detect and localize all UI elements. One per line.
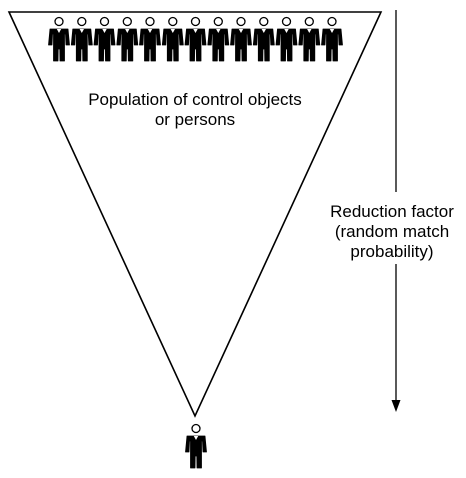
- person-icon: [275, 16, 298, 62]
- person-icon: [184, 16, 207, 62]
- person-icon: [116, 16, 139, 62]
- population-figures: [47, 16, 344, 62]
- population-label: Population of control objects or persons: [60, 90, 330, 130]
- person-icon: [47, 16, 71, 62]
- arrow-down-icon: [391, 400, 401, 412]
- reduction-label-line-2: (random match: [334, 222, 450, 241]
- person-icon: [138, 16, 162, 62]
- person-icon: [70, 16, 93, 62]
- reduction-label-line-1: Reduction factor: [330, 202, 454, 221]
- individual-figure: [184, 423, 208, 469]
- person-icon: [229, 16, 253, 62]
- reduction-arrow: [391, 10, 401, 412]
- person-icon: [184, 423, 208, 469]
- person-icon: [252, 16, 275, 62]
- reduction-factor-label: Reduction factor (random match probabili…: [318, 202, 466, 262]
- funnel-triangle: [7, 11, 383, 418]
- reduction-label-line-3: probability): [350, 242, 434, 261]
- population-label-line-2: or persons: [154, 110, 236, 129]
- person-icon: [207, 16, 230, 62]
- person-icon: [298, 16, 321, 62]
- person-icon: [93, 16, 116, 62]
- population-label-line-1: Population of control objects: [88, 90, 302, 109]
- person-icon: [320, 16, 344, 62]
- person-icon: [161, 16, 184, 62]
